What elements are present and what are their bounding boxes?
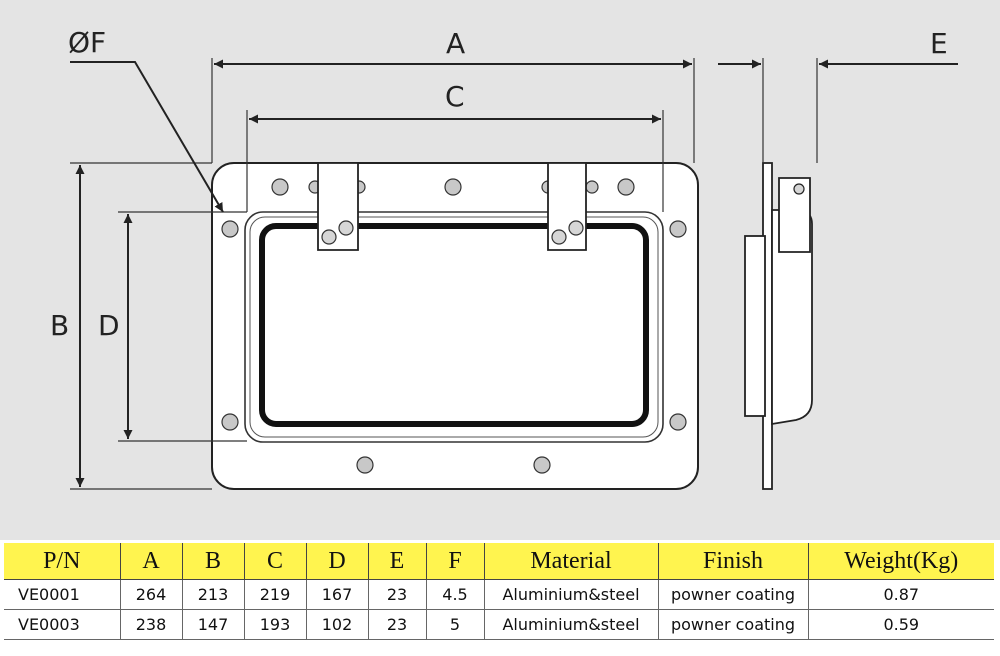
cell-a: 264 xyxy=(120,579,183,610)
side-tray xyxy=(744,235,766,417)
header-f: F xyxy=(426,543,485,580)
hole xyxy=(444,178,462,196)
cell-c: 193 xyxy=(244,609,307,640)
header-weight: Weight(Kg) xyxy=(808,543,994,580)
header-c: C xyxy=(244,543,307,580)
hole xyxy=(669,413,687,431)
dim-f-leader xyxy=(70,61,224,213)
cell-d: 102 xyxy=(306,609,369,640)
hole xyxy=(271,178,289,196)
specification-table: P/N A B C D E F Material Finish Weight(K… xyxy=(4,543,994,640)
hole xyxy=(585,180,599,194)
cell-a: 238 xyxy=(120,609,183,640)
cell-d: 167 xyxy=(306,579,369,610)
hole xyxy=(221,413,239,431)
cell-e: 23 xyxy=(368,579,427,610)
cell-f: 5 xyxy=(426,609,485,640)
cell-b: 147 xyxy=(182,609,245,640)
hole xyxy=(617,178,635,196)
dim-c-label: C xyxy=(445,80,465,113)
cell-pn: VE0001 xyxy=(4,579,121,610)
dim-a-label: A xyxy=(446,27,465,60)
cell-e: 23 xyxy=(368,609,427,640)
table-row: VE0001 264 213 219 167 23 4.5 Aluminium&… xyxy=(4,579,994,610)
hinge-right xyxy=(547,162,587,251)
hole xyxy=(533,456,551,474)
gasket xyxy=(259,223,649,427)
inner-recess xyxy=(249,216,659,438)
header-pn: P/N xyxy=(4,543,121,580)
hole xyxy=(669,220,687,238)
dimension-lines xyxy=(70,59,958,487)
header-a: A xyxy=(120,543,183,580)
header-d: D xyxy=(306,543,369,580)
dim-f-label: ØF xyxy=(68,26,106,59)
cell-weight: 0.59 xyxy=(808,609,994,640)
hinge-left xyxy=(317,162,359,251)
dim-d-label: D xyxy=(98,309,120,342)
recess-flange xyxy=(244,211,664,443)
dim-e-label: E xyxy=(930,27,948,60)
cell-pn: VE0003 xyxy=(4,609,121,640)
cell-b: 213 xyxy=(182,579,245,610)
cell-material: Aluminium&steel xyxy=(484,609,659,640)
dim-b-label: B xyxy=(50,309,69,342)
header-e: E xyxy=(368,543,427,580)
cell-finish: powner coating xyxy=(658,579,809,610)
technical-drawing-panel: A C B D E ØF xyxy=(0,0,1000,540)
cell-f: 4.5 xyxy=(426,579,485,610)
table-row: VE0003 238 147 193 102 23 5 Aluminium&st… xyxy=(4,609,994,640)
cell-weight: 0.87 xyxy=(808,579,994,610)
hole xyxy=(221,220,239,238)
cell-finish: powner coating xyxy=(658,609,809,640)
side-hinge xyxy=(778,177,811,253)
extension-lines xyxy=(70,58,818,490)
recessed-handle-drawing: A C B D E ØF xyxy=(50,26,958,490)
side-hinge-pin xyxy=(793,183,805,195)
table-header-row: P/N A B C D E F Material Finish Weight(K… xyxy=(4,543,994,580)
header-finish: Finish xyxy=(658,543,809,580)
header-b: B xyxy=(182,543,245,580)
front-view xyxy=(211,162,699,490)
hole xyxy=(356,456,374,474)
cell-c: 219 xyxy=(244,579,307,610)
cell-material: Aluminium&steel xyxy=(484,579,659,610)
side-view xyxy=(744,162,813,490)
header-material: Material xyxy=(484,543,659,580)
